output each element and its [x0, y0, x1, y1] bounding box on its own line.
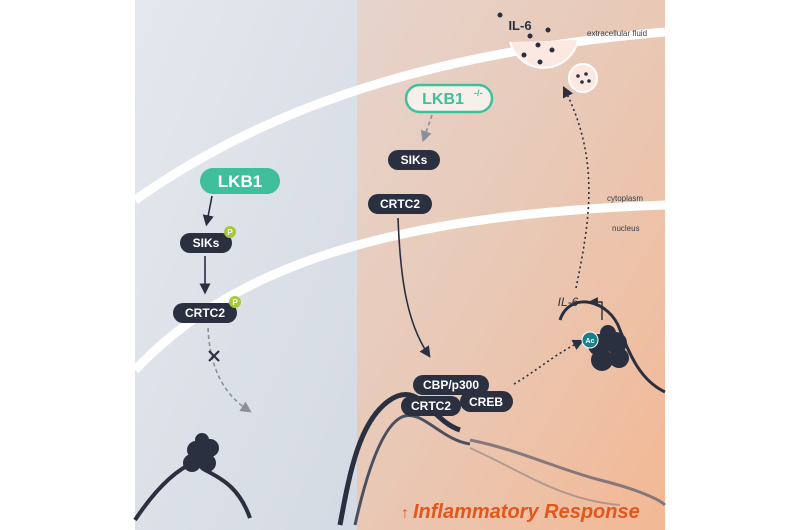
- inflammatory-response-label: Inflammatory Response: [413, 501, 640, 523]
- nucleus-label: nucleus: [612, 224, 640, 233]
- acetylation-arrow: [513, 339, 585, 385]
- normal-panel-background: [135, 0, 357, 530]
- cbp-p300-label: CBP/p300: [423, 378, 479, 392]
- lkb1-label: LKB1: [218, 172, 262, 191]
- lkb1-node: [200, 168, 280, 194]
- secretory-vesicle: [568, 63, 598, 93]
- dna-strand: [469, 447, 621, 506]
- lkb1-knockout-label: LKB1: [422, 91, 464, 108]
- secretion-pocket: [509, 39, 579, 69]
- transcription-arrow: [588, 297, 603, 320]
- creb-node: [460, 391, 513, 412]
- lkb1-to-siks-arrow: [202, 195, 214, 227]
- siks-knockout-label: SIKs: [401, 153, 428, 167]
- phospho-badge: [229, 296, 241, 308]
- lkb1-knockout-superscript: -/-: [474, 88, 483, 98]
- dna-strand: [558, 300, 666, 394]
- nucleosome-right: [588, 325, 629, 371]
- crtc2-bound-node: [401, 396, 461, 416]
- il6-secreted-label: IL-6: [508, 18, 531, 33]
- acetyl-badge: [581, 331, 599, 349]
- dna-strand: [353, 414, 471, 526]
- crtc2-translocation-arrow: [397, 217, 431, 358]
- lkb1-knockout-node: [404, 83, 494, 114]
- block-cross-icon: [208, 350, 220, 362]
- phospho-badge: [224, 226, 236, 238]
- nucleosome-left: [183, 433, 219, 472]
- knockout-panel-background: [357, 0, 665, 530]
- dna-strand: [469, 438, 667, 507]
- response-arrow: ↑: [401, 505, 409, 522]
- acetyl-label: Ac: [586, 338, 595, 345]
- phospho-label: P: [227, 228, 233, 237]
- crtc2-label: CRTC2: [185, 306, 225, 320]
- il6-gene-label: IL-6: [558, 295, 579, 309]
- phospho-label: P: [232, 298, 238, 307]
- cytoplasm-label: cytoplasm: [607, 194, 643, 203]
- extracellular-label: extracellular fluid: [587, 29, 647, 38]
- crtc2-knockout-node: [368, 194, 432, 214]
- creb-label: CREB: [469, 395, 503, 409]
- il6-particles: [497, 12, 591, 84]
- crtc2-knockout-label: CRTC2: [380, 197, 420, 211]
- secretion-arrow: [562, 85, 590, 289]
- blocked-translocation-arrow: [207, 327, 252, 413]
- siks-label: SIKs: [193, 236, 220, 250]
- nuclear-membrane: [131, 200, 666, 374]
- siks-knockout-node: [388, 150, 440, 170]
- cbp-p300-node: [413, 375, 489, 395]
- siks-node: [180, 233, 232, 253]
- crtc2-bound-label: CRTC2: [411, 399, 451, 413]
- crtc2-node: [173, 303, 237, 323]
- dna-strand: [204, 468, 252, 519]
